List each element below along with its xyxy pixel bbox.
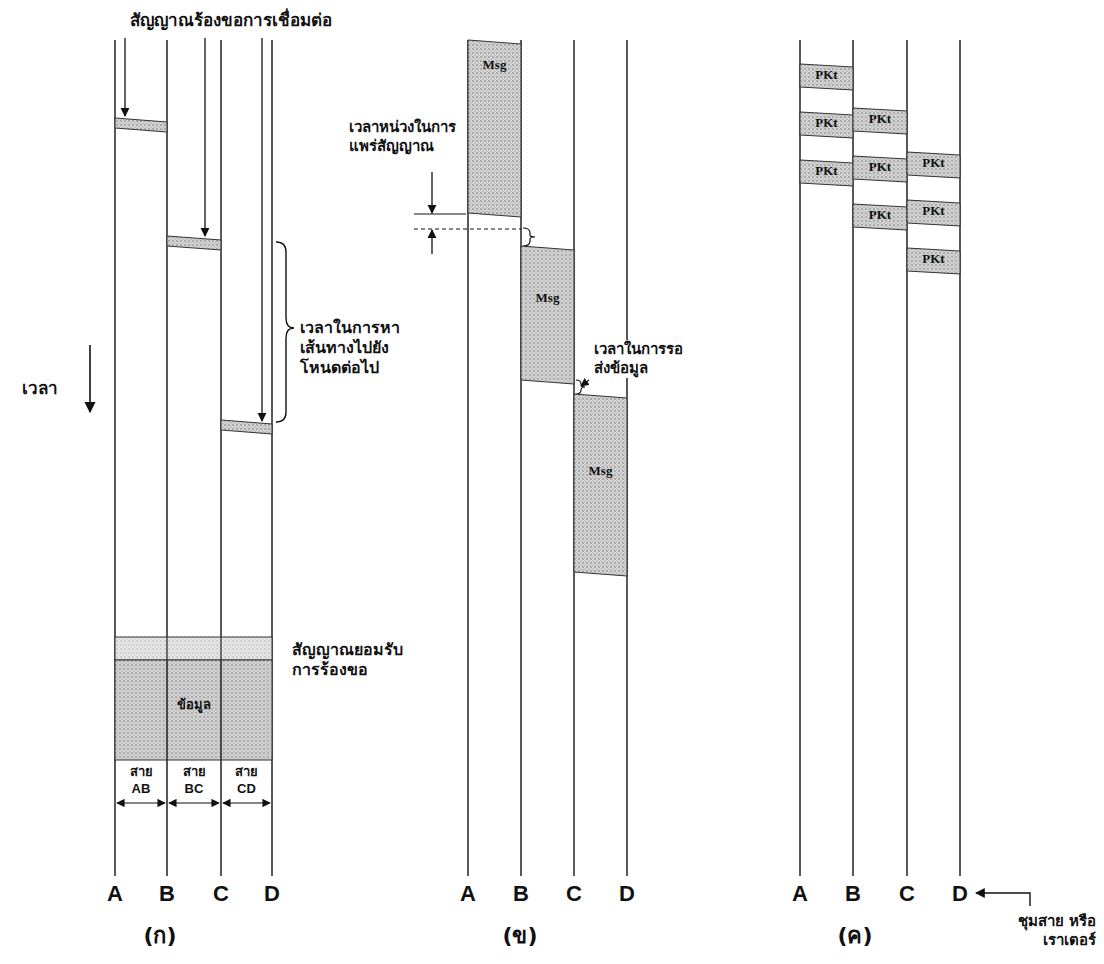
- panel-label: (ค): [835, 922, 874, 950]
- annotation: ชุมสาย หรือเราเตอร์: [1012, 912, 1098, 950]
- block-text: PKt: [800, 112, 853, 130]
- band-divider: [166, 637, 167, 660]
- panel-label: (ก): [141, 922, 178, 950]
- block-text: Msg: [521, 246, 574, 305]
- block-text: PKt: [907, 248, 960, 266]
- request-band: [115, 118, 167, 132]
- block-divider: [220, 660, 222, 760]
- block-divider: [166, 660, 168, 760]
- block-text: PKt: [853, 156, 907, 174]
- node-timeline: [220, 40, 222, 876]
- time-arrow: [89, 345, 91, 412]
- node-letter: A: [105, 880, 125, 908]
- packet-block: PKt: [853, 156, 907, 182]
- node-letter: B: [843, 880, 863, 908]
- block-fill: [907, 248, 960, 274]
- block-text: ข้อมูล: [115, 660, 272, 712]
- span-arrow: [223, 802, 270, 803]
- link-name: AB: [130, 781, 153, 797]
- annotation: เวลาในการหา เส้นทางไปยัง โหนดต่อไป: [298, 318, 404, 378]
- signal-label: สัญญาณร้องขอการเชื่อมต่อ: [128, 10, 334, 31]
- annotation: สัญญาณยอมรับ การร้องขอ: [290, 640, 407, 680]
- brace: [523, 228, 535, 246]
- node-letter: A: [458, 880, 478, 908]
- block-fill: [115, 660, 272, 760]
- leader-arrow: [261, 38, 262, 421]
- packet-block: PKt: [907, 152, 960, 178]
- packet-block: PKt: [853, 108, 907, 134]
- link-name: CD: [235, 781, 258, 797]
- block-fill: [853, 108, 907, 134]
- link-label: สาย: [181, 764, 208, 780]
- node-letter: B: [157, 880, 177, 908]
- packet-block: PKt: [907, 248, 960, 274]
- leader-arrow: [124, 38, 125, 116]
- block-fill: [907, 200, 960, 226]
- node-letter: C: [564, 880, 584, 908]
- message-block: Msg: [521, 246, 574, 384]
- span-arrow: [169, 802, 219, 803]
- panel-label: (ข): [500, 922, 539, 950]
- axis-label: เวลา: [20, 378, 60, 399]
- link-name: BC: [183, 781, 206, 797]
- block-fill: [468, 40, 521, 217]
- request-band: [221, 420, 272, 434]
- block-fill: [800, 160, 853, 186]
- block-fill: [853, 204, 907, 230]
- block-shape: [574, 394, 627, 576]
- block-shape: [521, 246, 574, 384]
- packet-block: PKt: [800, 112, 853, 138]
- node-letter: B: [511, 880, 531, 908]
- block-text: PKt: [800, 160, 853, 178]
- packet-block: PKt: [800, 160, 853, 186]
- delay-tick: [414, 213, 466, 214]
- node-letter: D: [262, 880, 282, 908]
- block-fill: [800, 112, 853, 138]
- block-text: Msg: [574, 394, 627, 478]
- block-fill: [800, 64, 853, 90]
- span-arrow: [117, 802, 165, 803]
- leader-arrow: [204, 38, 205, 236]
- message-block: Msg: [468, 40, 521, 217]
- node-letter: D: [950, 880, 970, 908]
- annotation: เวลาหน่วงในการ แพร่สัญญาณ: [347, 118, 460, 156]
- block-fill: [574, 394, 627, 576]
- block-text: PKt: [907, 152, 960, 170]
- band-divider: [220, 637, 221, 660]
- block-text: PKt: [853, 108, 907, 126]
- node-letter: D: [617, 880, 637, 908]
- packet-block: PKt: [800, 64, 853, 90]
- node-timeline: [166, 40, 168, 876]
- node-letter: C: [897, 880, 917, 908]
- node-letter: C: [211, 880, 231, 908]
- packet-block: PKt: [853, 204, 907, 230]
- delay-arrow: [431, 172, 432, 213]
- block-fill: [521, 246, 574, 384]
- accept-band: [115, 637, 272, 660]
- block-text: PKt: [800, 64, 853, 82]
- delay-dashed-line: [414, 228, 521, 229]
- block-fill: [907, 152, 960, 178]
- block-text: PKt: [907, 200, 960, 218]
- node-letter: A: [790, 880, 810, 908]
- leader-arrow: [581, 380, 589, 386]
- block-fill: [853, 156, 907, 182]
- request-band: [167, 236, 221, 250]
- block-text: Msg: [468, 40, 521, 72]
- data-block: ข้อมูล: [115, 660, 272, 760]
- packet-block: PKt: [907, 200, 960, 226]
- delay-arrow: [431, 230, 432, 254]
- brace: [276, 242, 294, 422]
- leader-arrow: [976, 893, 1030, 906]
- brace: [576, 380, 585, 394]
- link-label: สาย: [233, 764, 260, 780]
- message-block: Msg: [574, 394, 627, 576]
- annotation: เวลาในการรอ ส่งข้อมูล: [592, 340, 687, 378]
- block-text: PKt: [853, 204, 907, 222]
- link-label: สาย: [128, 764, 155, 780]
